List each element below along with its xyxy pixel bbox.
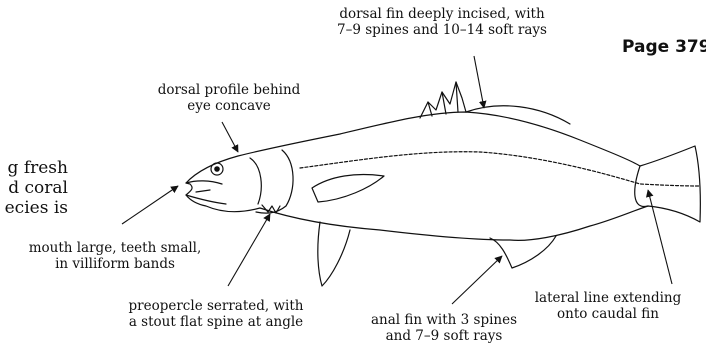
pointer-anal-fin [452,256,502,304]
pointer-dorsal-fin [474,56,484,108]
body-text-line: d coral [0,178,68,198]
pointer-preopercle [228,214,270,286]
pointer-mouth [122,186,178,224]
label-anal-fin: anal fin with 3 spines and 7–9 soft rays [344,312,544,344]
label-dorsal-profile: dorsal profile behind eye concave [134,82,324,114]
pelvic-fin [318,222,350,286]
body-text-fragment: g fresh d coral ecies is [0,158,68,218]
opercle-outline [250,158,261,204]
page-number: Page 379 [622,37,706,57]
label-lateral-line: lateral line extending onto caudal fin [516,290,700,322]
caudal-fin-base [635,166,648,207]
body-text-line: g fresh [0,158,68,178]
label-preopercle: preopercle serrated, with a stout flat s… [108,298,324,330]
pectoral-fin [312,175,384,203]
body-text-line: ecies is [0,198,68,218]
label-dorsal-fin: dorsal fin deeply incised, with 7–9 spin… [312,6,572,38]
label-mouth: mouth large, teeth small, in villiform b… [6,240,224,272]
fish-body-outline [186,112,700,240]
dorsal-soft-fin [466,106,570,124]
pointer-lateral-line [648,190,672,284]
pointer-dorsal-profile [222,122,238,152]
lateral-line [300,152,700,186]
